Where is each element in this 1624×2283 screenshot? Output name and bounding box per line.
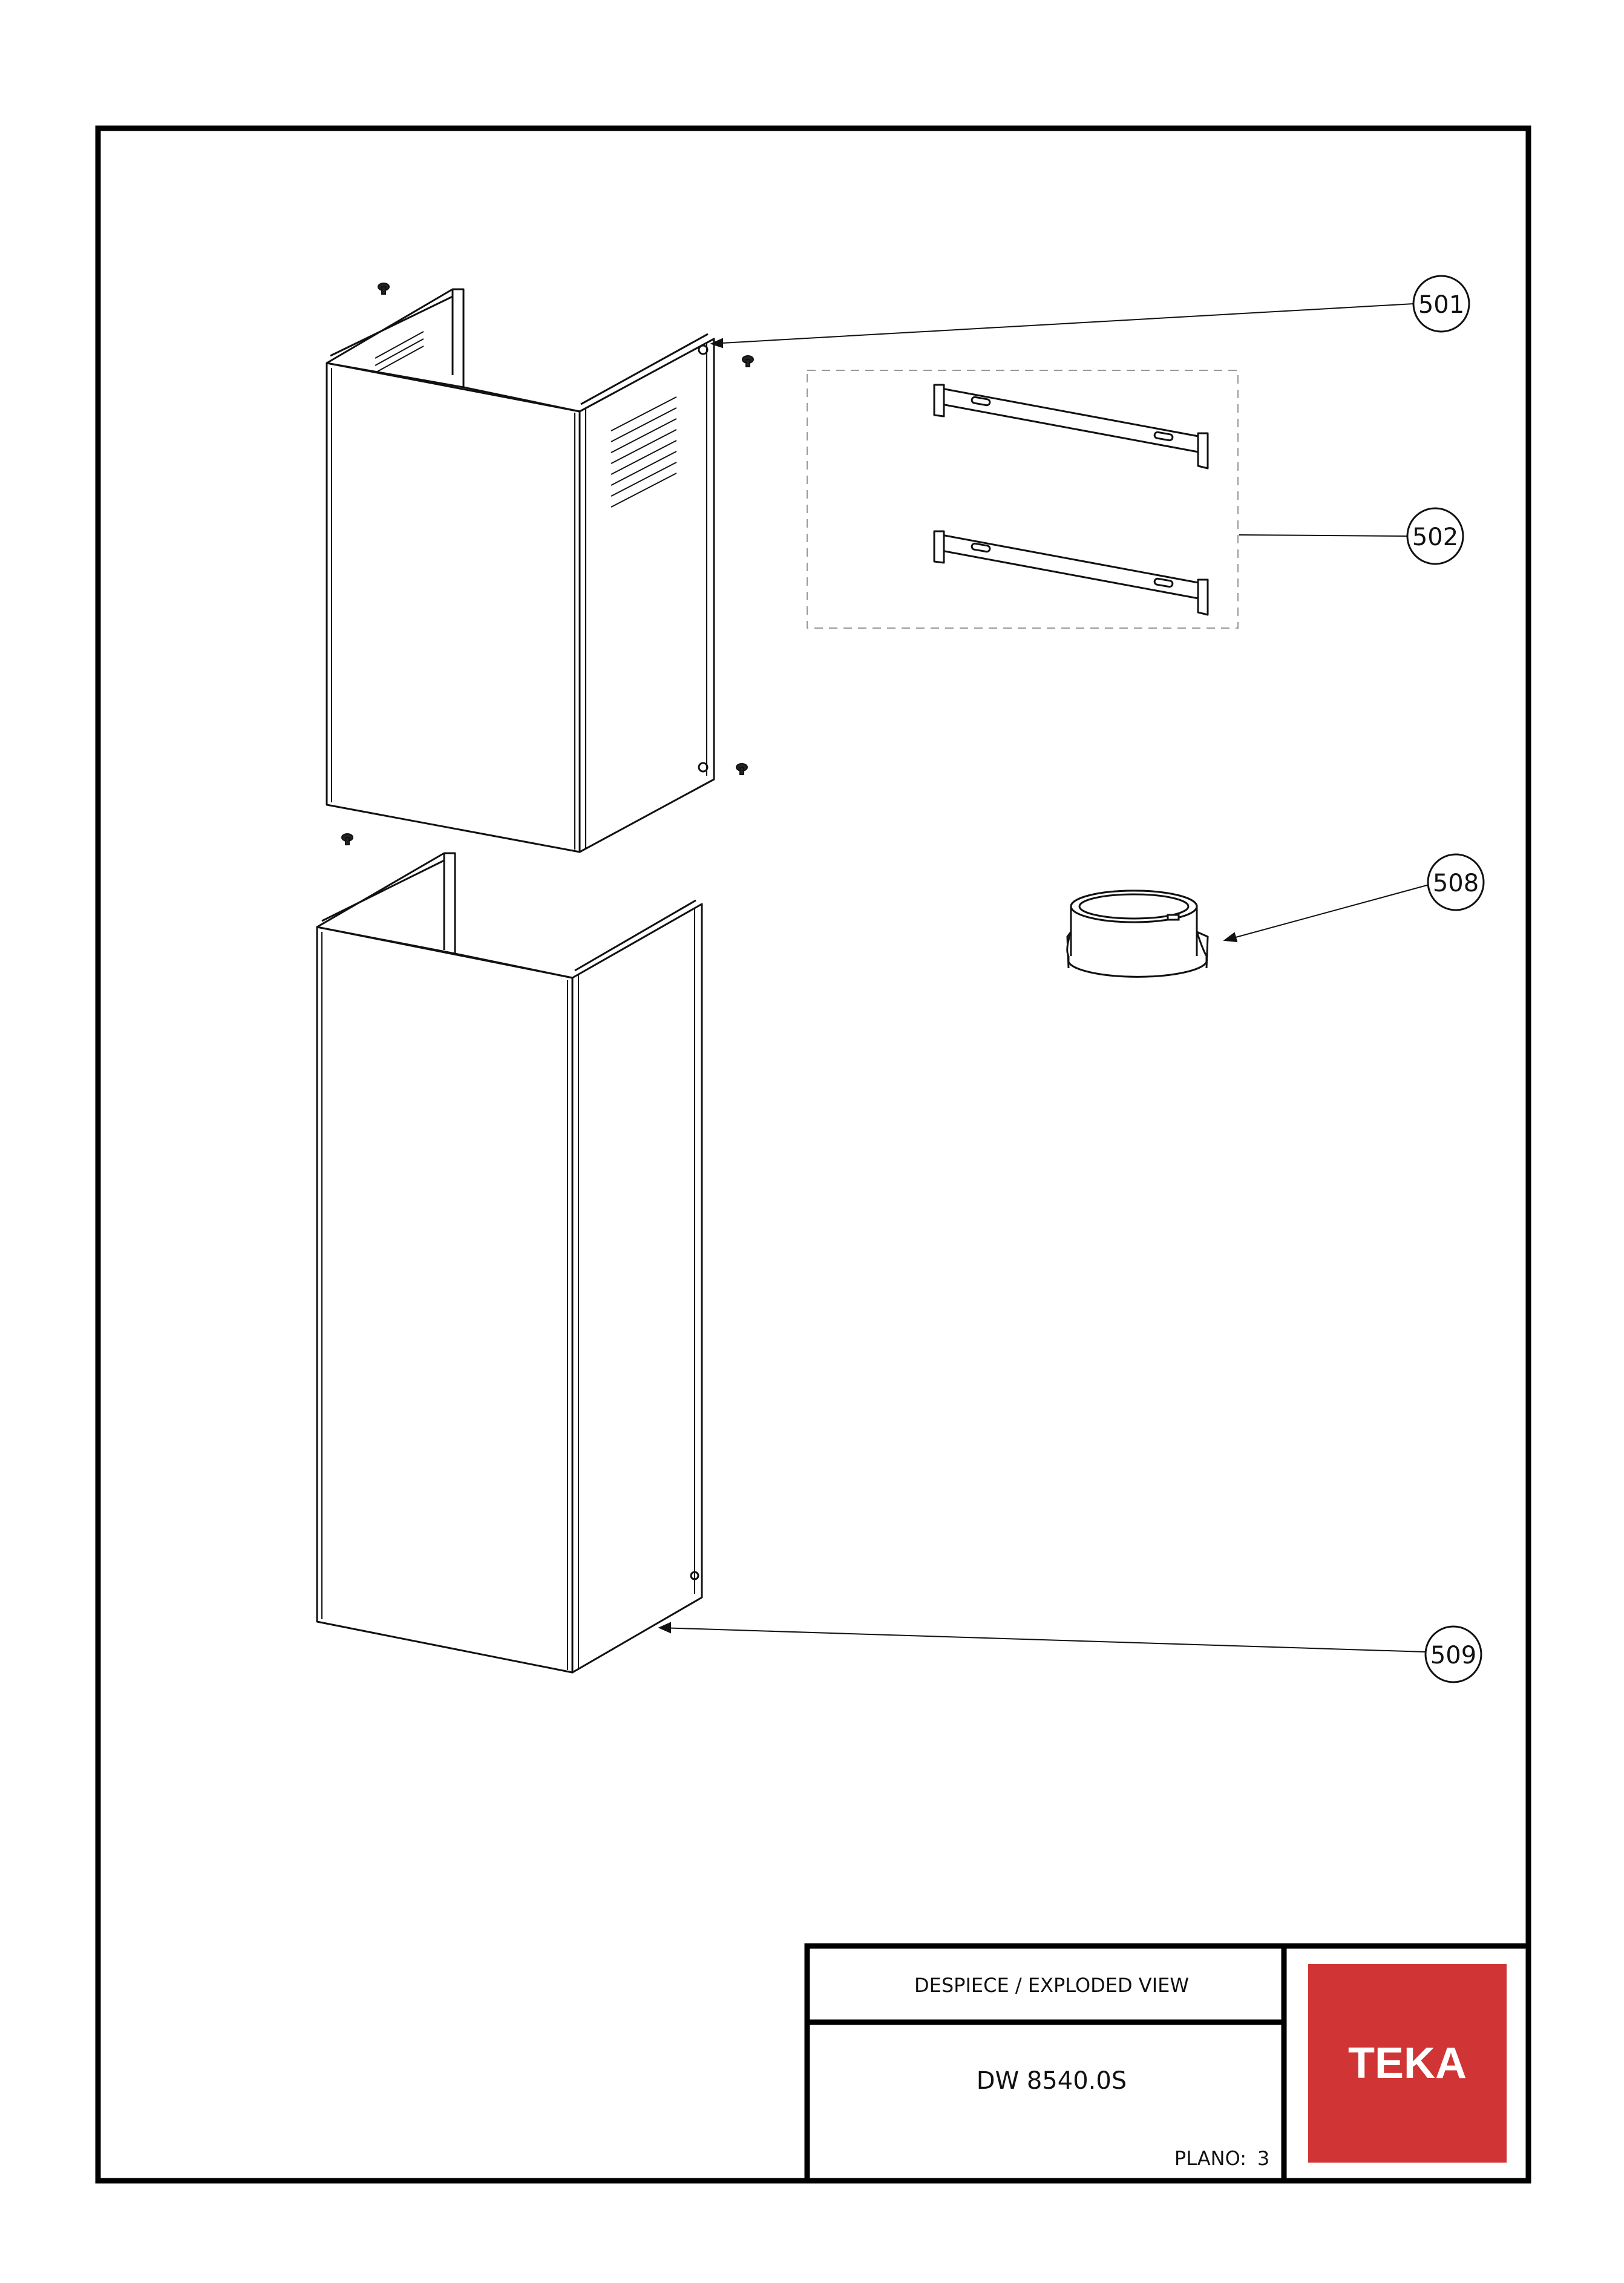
vent-slots — [611, 396, 677, 508]
screw-icons — [341, 283, 754, 845]
teka-logo — [1308, 1964, 1507, 2163]
sheet-number: 3 — [1257, 2147, 1269, 2170]
leader-lines — [658, 303, 1430, 1652]
callout-509: 509 — [1424, 1625, 1482, 1683]
title-heading: DESPIECE / EXPLODED VIEW — [914, 1974, 1189, 1997]
callout-label-501: 501 — [1418, 291, 1464, 319]
callout-508: 508 — [1427, 853, 1485, 911]
part-508-adaptor-ring — [1066, 889, 1209, 978]
callout-label-502: 502 — [1412, 523, 1458, 551]
part-509-lower-chimney — [316, 852, 703, 1674]
title-block: DESPIECE / EXPLODED VIEW DW 8540.0S PLAN… — [804, 1943, 1531, 2184]
part-502-brackets — [807, 370, 1239, 629]
callout-label-508: 508 — [1433, 870, 1479, 897]
sheet-label: PLANO: — [1174, 2147, 1246, 2170]
drawing-frame — [95, 125, 1531, 2184]
part-501-upper-chimney — [326, 288, 715, 853]
callout-501: 501 — [1412, 275, 1470, 333]
teka-logo-text: TEKA — [1348, 2039, 1467, 2088]
model-number: DW 8540.0S — [977, 2067, 1127, 2095]
callout-label-509: 509 — [1430, 1642, 1476, 1669]
callout-502: 502 — [1406, 507, 1464, 565]
